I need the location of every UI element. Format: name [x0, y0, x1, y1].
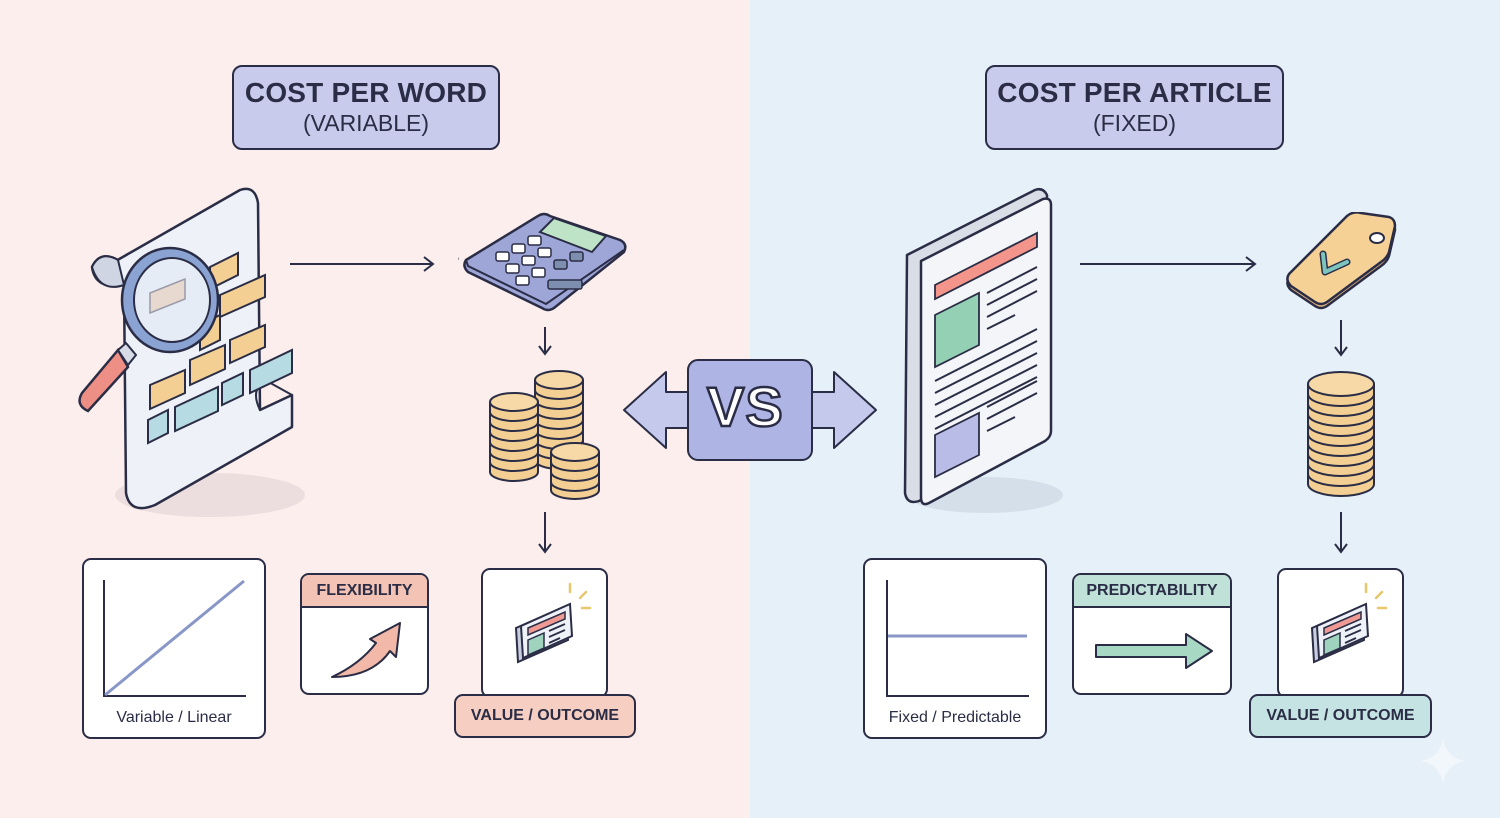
left-title: COST PER WORD	[244, 77, 488, 108]
price-tag-check-icon	[1286, 212, 1397, 310]
flow-arrow-down-icon	[1334, 320, 1348, 357]
coin-stack-icon	[1307, 371, 1375, 497]
value-outcome-card-right	[1277, 568, 1404, 698]
value-outcome-label-left: VALUE / OUTCOME	[454, 694, 636, 738]
vs-double-arrow	[623, 359, 877, 461]
article-card-icon	[514, 582, 592, 664]
value-outcome-card-left	[481, 568, 608, 698]
fixed-predictable-chart-card: Fixed / Predictable	[863, 558, 1047, 739]
predictability-label: PREDICTABILITY	[1074, 575, 1230, 608]
right-subtitle: (FIXED)	[1092, 110, 1177, 136]
document-magnifier-icon	[78, 187, 305, 517]
flexibility-card: FLEXIBILITY	[300, 573, 429, 695]
article-card-icon	[1310, 582, 1388, 664]
flow-arrow-right-icon	[1080, 256, 1257, 272]
right-title: COST PER ARTICLE	[997, 77, 1272, 108]
chart-caption: Fixed / Predictable	[888, 709, 1022, 726]
straight-right-arrow-icon	[1095, 633, 1213, 669]
left-subtitle: (VARIABLE)	[302, 110, 430, 136]
flow-arrow-down-icon	[538, 512, 552, 554]
flow-arrow-down-icon	[538, 327, 552, 356]
sparkle-icon	[1420, 738, 1466, 784]
coin-stacks-icon	[489, 370, 600, 500]
flow-arrow-down-icon	[1334, 512, 1348, 554]
calculator-icon	[458, 212, 627, 312]
flow-arrow-right-icon	[290, 256, 435, 272]
flat-line-chart	[886, 580, 1029, 697]
predictability-card: PREDICTABILITY	[1072, 573, 1232, 695]
curved-up-arrow-icon	[331, 622, 401, 678]
vs-label: VS	[706, 374, 784, 440]
right-title-box: COST PER ARTICLE (FIXED)	[985, 65, 1284, 150]
linear-line-chart	[103, 579, 246, 697]
variable-linear-chart-card: Variable / Linear	[82, 558, 266, 739]
chart-caption: Variable / Linear	[116, 709, 232, 726]
article-tablet-icon	[903, 187, 1063, 513]
flexibility-label: FLEXIBILITY	[302, 575, 427, 608]
value-outcome-label-right: VALUE / OUTCOME	[1249, 694, 1432, 738]
left-title-box: COST PER WORD (VARIABLE)	[232, 65, 500, 150]
